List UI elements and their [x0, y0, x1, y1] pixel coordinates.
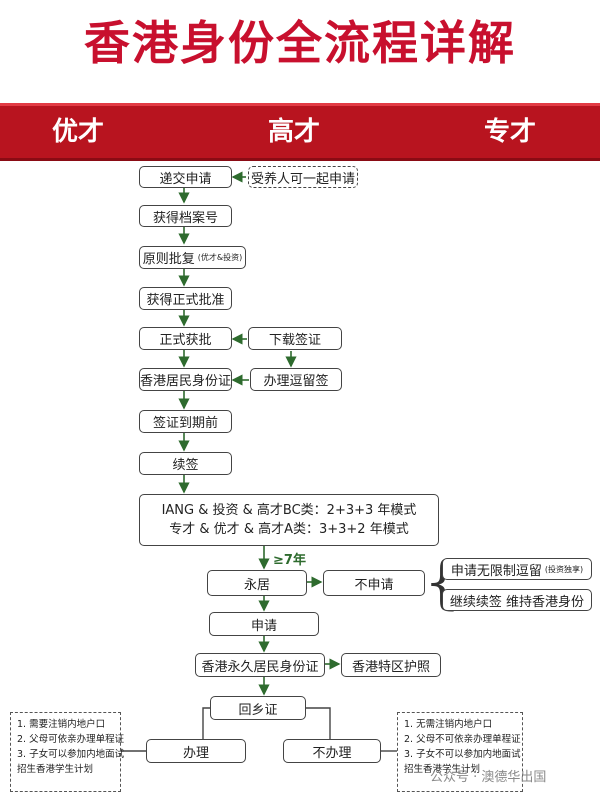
- note-do-4: 招生香港学生计划: [17, 764, 94, 775]
- step-do-apply: 办理: [146, 739, 246, 763]
- years-label: ≥7年: [273, 553, 306, 568]
- step-hk-id: 香港居民身份证: [139, 368, 232, 391]
- step-file-number: 获得档案号: [139, 205, 232, 227]
- step-approval-in-principle: 原则批复(优才&投资): [139, 246, 246, 269]
- note-do-1: 1. 需要注销内地户口: [17, 719, 106, 730]
- mode-line-2: 专才 & 优才 & 高才A类：3+3+2 年模式: [169, 522, 409, 537]
- unlimited-stay-note: (投资独享): [544, 564, 584, 574]
- step-not-apply: 不申请: [323, 570, 425, 596]
- step-submit-application: 递交申请: [139, 166, 232, 188]
- approval-note: (优才&投资): [197, 253, 243, 262]
- step-dont-apply: 不办理: [283, 739, 381, 763]
- step-renew: 续签: [139, 452, 232, 475]
- line-homereturn-dont: [306, 707, 331, 739]
- note-dont-1: 1. 无需注销内地户口: [404, 719, 493, 730]
- notes-dont-apply: 1. 无需注销内地户口 2. 父母不可依亲办理单程证 3. 子女不可以参加内地面…: [397, 712, 523, 792]
- page-title: 香港身份全流程详解: [84, 16, 516, 70]
- category-gaocai: 高才: [268, 117, 321, 147]
- option-continue-renew: 继续续签 维持香港身份: [442, 589, 592, 611]
- step-visa-expiry: 签证到期前: [139, 410, 232, 433]
- step-permanent: 永居: [207, 570, 307, 596]
- watermark: 公众号 · 澳德华出国: [430, 770, 547, 785]
- step-hk-permanent-id: 香港永久居民身份证: [195, 653, 325, 677]
- approval-in-principle-label: 原则批复: [142, 252, 195, 267]
- note-do-3: 3. 子女可以参加内地面试: [17, 749, 125, 760]
- step-dependents: 受养人可一起申请: [248, 166, 358, 188]
- notes-do-apply: 1. 需要注销内地户口 2. 父母可依亲办理单程证 3. 子女可以参加内地面试 …: [10, 712, 125, 792]
- step-hk-passport: 香港特区护照: [341, 653, 441, 677]
- step-renewal-modes: IANG & 投资 & 高才BC类：2+3+3 年模式 专才 & 优才 & 高才…: [139, 494, 439, 546]
- step-apply: 申请: [209, 612, 319, 636]
- step-formal-approved: 正式获批: [139, 327, 232, 350]
- category-zhuancai: 专才: [484, 117, 537, 147]
- note-dont-4: 招生香港学生计划: [404, 764, 481, 775]
- note-dont-2: 2. 父母不可依亲办理单程证: [404, 734, 521, 745]
- step-stay-permit: 办理逗留签: [250, 368, 342, 391]
- mode-line-1: IANG & 投资 & 高才BC类：2+3+3 年模式: [161, 503, 417, 518]
- category-youcai: 优才: [52, 117, 105, 147]
- step-formal-approval-get: 获得正式批准: [139, 287, 232, 310]
- note-do-2: 2. 父母可依亲办理单程证: [17, 734, 125, 745]
- unlimited-stay-label: 申请无限制逗留: [450, 563, 542, 579]
- option-unlimited-stay: 申请无限制逗留(投资独享): [442, 558, 592, 580]
- category-banner: 优才 高才 专才: [0, 103, 600, 161]
- step-download-visa: 下载签证: [248, 327, 342, 350]
- step-home-return-permit: 回乡证: [210, 696, 306, 720]
- note-dont-3: 3. 子女不可以参加内地面试: [404, 749, 521, 760]
